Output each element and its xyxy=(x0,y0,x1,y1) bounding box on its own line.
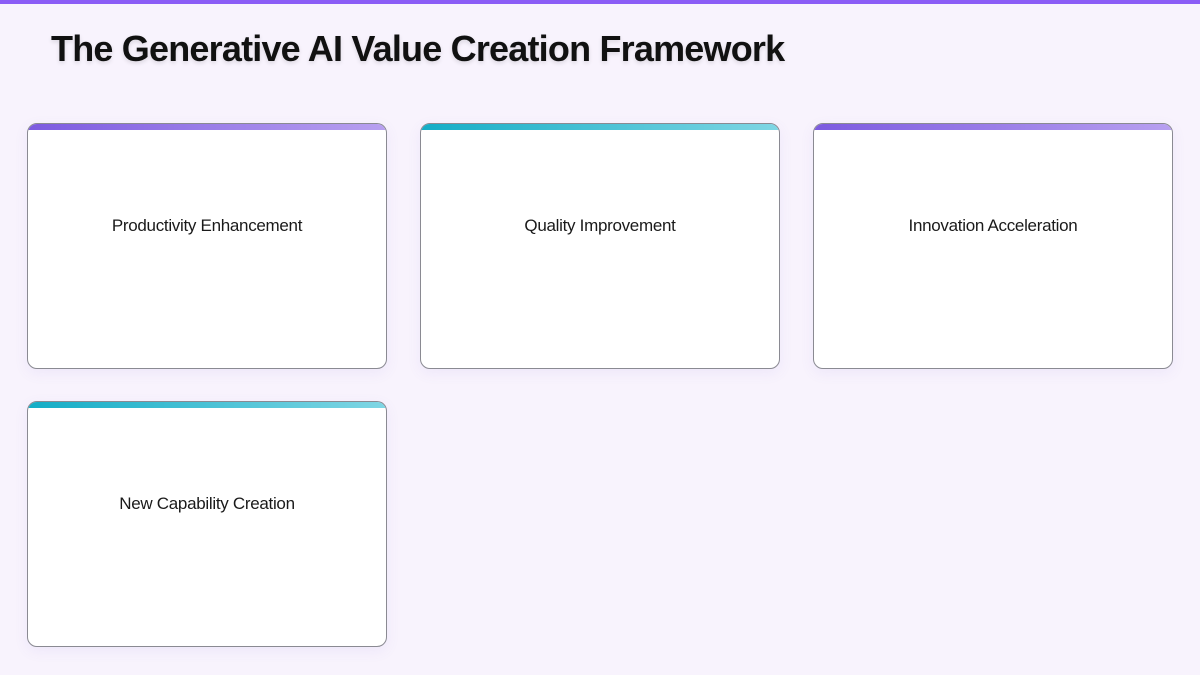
card-innovation-acceleration[interactable]: Innovation Acceleration xyxy=(813,123,1173,369)
card-new-capability-creation[interactable]: New Capability Creation xyxy=(27,401,387,647)
card-accent-bar xyxy=(28,402,386,408)
card-label: Productivity Enhancement xyxy=(111,216,303,235)
card-accent-bar xyxy=(421,124,779,130)
card-productivity-enhancement[interactable]: Productivity Enhancement xyxy=(27,123,387,369)
card-label: New Capability Creation xyxy=(119,494,295,513)
card-quality-improvement[interactable]: Quality Improvement xyxy=(420,123,780,369)
card-label: Quality Improvement xyxy=(524,216,676,235)
card-accent-bar xyxy=(28,124,386,130)
card-accent-bar xyxy=(814,124,1172,130)
top-accent-bar xyxy=(0,0,1200,4)
page-title: The Generative AI Value Creation Framewo… xyxy=(51,28,785,69)
card-label: Innovation Acceleration xyxy=(908,216,1078,235)
